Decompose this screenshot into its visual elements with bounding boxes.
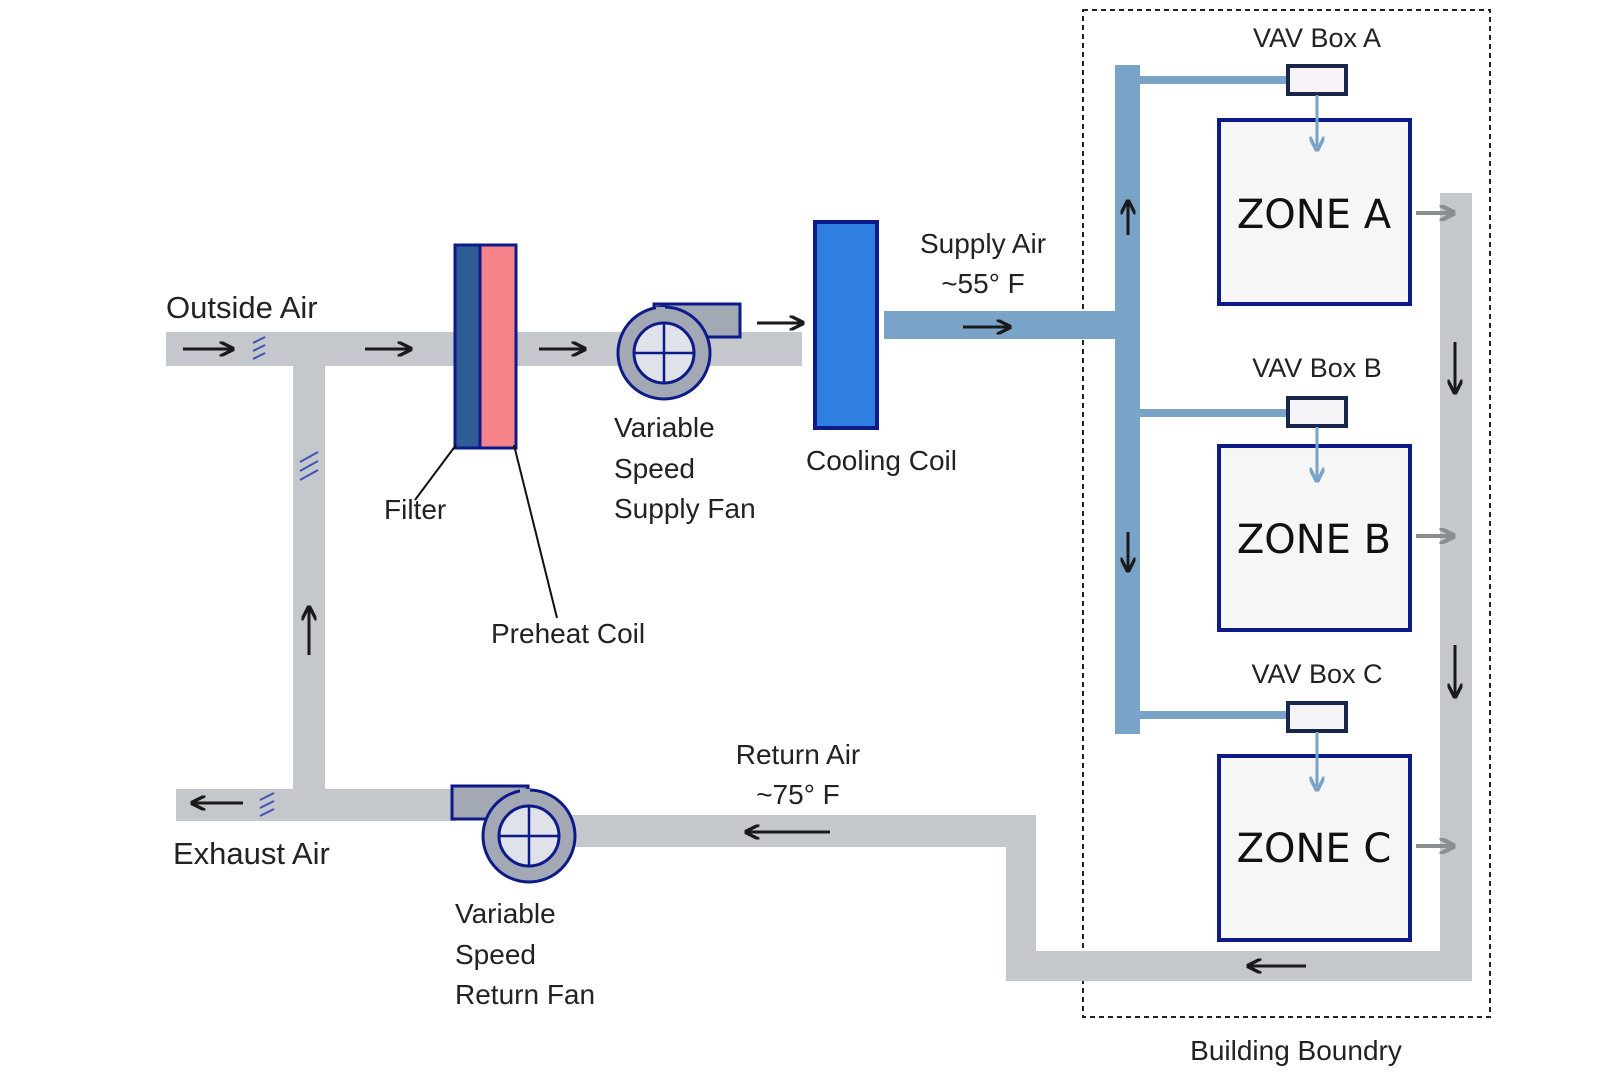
filter-label: Filter <box>384 494 446 525</box>
exhaust-air-duct <box>176 789 456 821</box>
supply-main-duct <box>884 311 1128 339</box>
vav-box-a-label: VAV Box A <box>1253 23 1381 53</box>
mixing-duct <box>293 350 325 815</box>
return-fan-label-line-1: Variable <box>455 898 556 929</box>
branch-duct-b <box>1128 409 1288 417</box>
building-boundary-label: Building Boundry <box>1190 1035 1402 1066</box>
zone-b-label: ZONE B <box>1237 517 1391 563</box>
vav-box-c-label: VAV Box C <box>1251 659 1382 689</box>
vav-box-b-icon <box>1286 396 1348 428</box>
zone-a-label: ZONE A <box>1237 192 1392 238</box>
supply-fan-label-line-2: Speed <box>614 453 695 484</box>
vav-box-c-icon <box>1286 701 1348 733</box>
zone-c-label: ZONE C <box>1237 826 1392 872</box>
branch-duct-a <box>1128 76 1288 84</box>
return-fan-icon <box>450 784 577 884</box>
return-air-label-line-1: Return Air <box>736 739 861 770</box>
preheat-coil-icon <box>478 243 518 450</box>
supply-ducts <box>884 65 1288 734</box>
flow-arrows <box>183 201 1455 966</box>
outside-air-label: Outside Air <box>166 290 318 325</box>
preheat-coil-label: Preheat Coil <box>491 618 645 649</box>
mixing-damper-icon <box>299 451 319 481</box>
supply-fan-label-line-3: Supply Fan <box>614 493 756 524</box>
return-air-label-line-2: ~75° F <box>756 779 840 810</box>
exhaust-air-label: Exhaust Air <box>173 836 330 871</box>
building-boundary <box>1082 9 1491 1018</box>
damper-icons <box>252 336 319 817</box>
vav-box-a-icon <box>1286 64 1348 96</box>
cooling-coil-label: Cooling Coil <box>806 445 957 476</box>
branch-duct-c <box>1128 711 1288 719</box>
outside-air-damper-icon <box>252 336 266 360</box>
supply-fan-label-line-1: Variable <box>614 412 715 443</box>
supply-fan-icon <box>616 302 742 401</box>
supply-air-label-line-2: ~55° F <box>941 268 1025 299</box>
filter-leader-line <box>414 444 457 501</box>
exhaust-damper-icon <box>259 792 275 817</box>
zone-return-arrows <box>1416 213 1454 846</box>
preheat-leader-line <box>513 444 558 619</box>
return-fan-label-line-2: Speed <box>455 939 536 970</box>
return-fan-label-line-3: Return Fan <box>455 979 595 1010</box>
filter-icon <box>453 243 482 450</box>
return-air-duct <box>550 193 1472 981</box>
vav-box-b-label: VAV Box B <box>1252 353 1382 383</box>
cooling-coil-icon <box>813 220 879 430</box>
supply-riser-duct <box>1115 65 1140 734</box>
supply-air-label-line-1: Supply Air <box>920 228 1046 259</box>
